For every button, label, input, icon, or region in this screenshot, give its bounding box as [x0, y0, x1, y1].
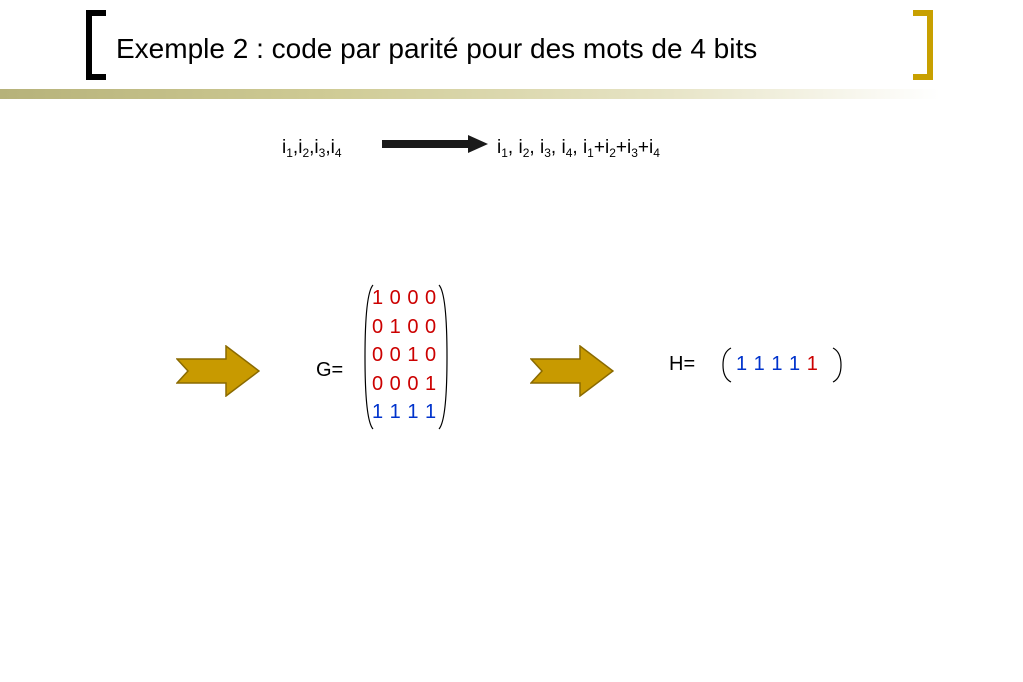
title-underline-rule [0, 89, 940, 99]
g-matrix-row: 1 0 0 0 [372, 287, 437, 309]
mapping-input-word: i1,i2,i3,i4 [282, 136, 342, 160]
h-matrix: 1 1 1 1 1 [722, 347, 842, 383]
left-parenthesis [364, 284, 374, 430]
h-matrix-label: H= [669, 353, 696, 375]
g-matrix-row: 0 0 1 0 [372, 344, 437, 366]
g-matrix-row: 0 1 0 0 [372, 315, 437, 338]
h-matrix-parity-bit: 1 [806, 353, 819, 375]
gold-arrow-icon [176, 345, 260, 397]
g-matrix-row: 1 1 1 1 [372, 401, 437, 423]
right-arrow-icon [382, 135, 488, 153]
g-matrix-rows: 1 0 0 0 0 1 0 0 0 0 1 0 0 0 0 1 1 1 1 1 [372, 284, 437, 427]
left-parenthesis [722, 347, 732, 383]
right-parenthesis [438, 284, 448, 430]
g-matrix: 1 0 0 0 0 1 0 0 0 0 1 0 0 0 0 1 1 1 1 1 [364, 284, 448, 430]
gold-arrow-icon [530, 345, 614, 397]
h-matrix-row: 1 1 1 1 1 [736, 351, 818, 377]
right-parenthesis [832, 347, 842, 383]
slide-title: Exemple 2 : code par parité pour des mot… [116, 33, 758, 64]
right-bracket-decoration [913, 10, 933, 80]
g-matrix-label: G= [316, 359, 344, 381]
mapping-input-text: i1,i2,i3,i4 [282, 137, 342, 160]
mapping-output-text: i1, i2, i3, i4, i1+i2+i3+i4 [497, 137, 660, 160]
g-matrix-row: 0 0 0 1 [372, 372, 437, 395]
h-matrix-data-bits: 1 1 1 1 [736, 353, 801, 375]
mapping-output-word: i1, i2, i3, i4, i1+i2+i3+i4 [497, 136, 660, 160]
left-bracket-decoration [86, 10, 106, 80]
